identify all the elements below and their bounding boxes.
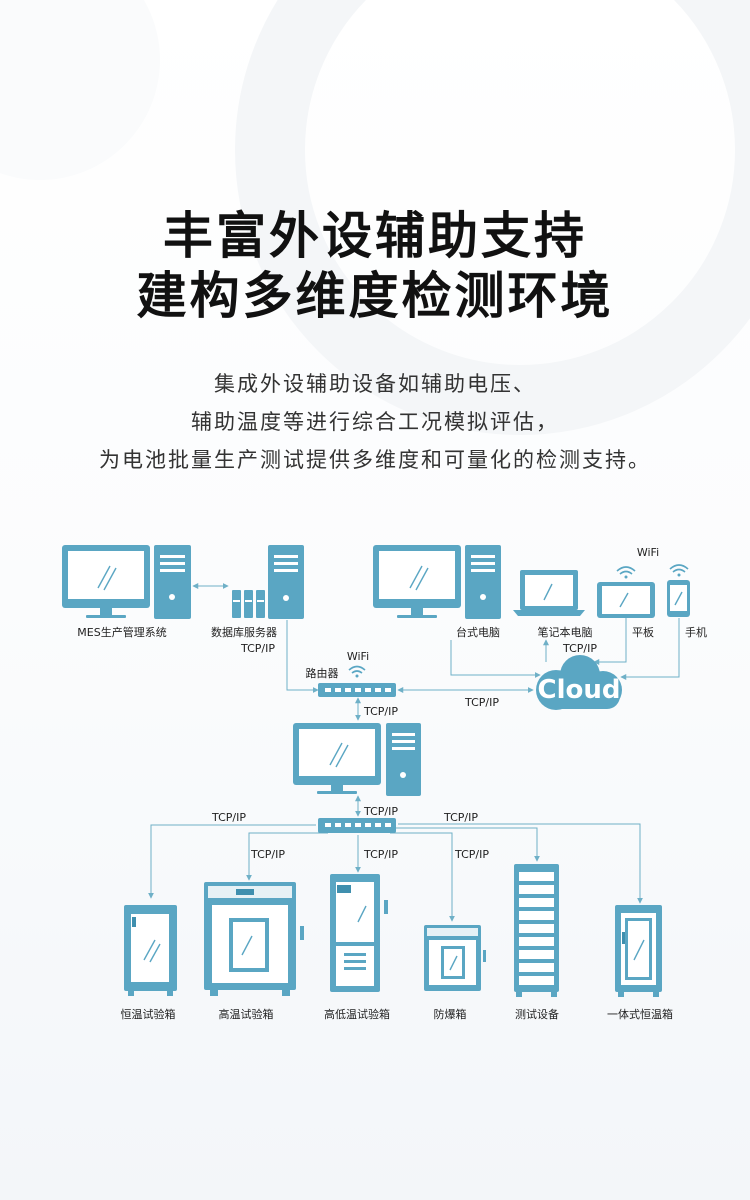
control-computer [293,723,421,796]
label-tcpip-left: TCP/IP [211,811,246,824]
label-tablet: 平板 [632,625,654,639]
router-icon [318,683,396,697]
network-switch-icon [318,818,396,833]
phone-icon [667,580,690,617]
label-tcpip-chamber2: TCP/IP [250,848,285,861]
label-db-server: 数据库服务器 [211,625,277,639]
description-line-2: 辅助温度等进行综合工况模拟评估， [191,410,559,434]
line-switch-chamber4 [390,832,455,922]
label-tcpip-devices: TCP/IP [562,642,597,655]
description-line-3: 为电池批量生产测试提供多维度和可量化的检测支持。 [99,448,651,472]
line-tablet-cloud [593,618,627,665]
label-tcpip-cloud: TCP/IP [464,696,499,709]
label-cloud: Cloud [538,675,621,705]
laptop-icon [513,570,585,616]
database-server-icon [232,545,304,619]
label-phone: 手机 [685,625,707,639]
line-phone-cloud [620,618,680,680]
label-chamber3: 高低温试验箱 [324,1007,390,1021]
label-tcpip-chamber3: TCP/IP [363,848,398,861]
line-switch-chamber2 [246,832,328,881]
line-switch-chamber6 [398,823,643,904]
label-chamber2: 高温试验箱 [219,1007,274,1021]
mes-workstation [62,545,191,619]
connector-lines [148,583,680,922]
wifi-icon [616,566,636,579]
label-tcpip-db: TCP/IP [240,642,275,655]
label-chamber4: 防爆箱 [434,1007,467,1021]
label-mes: MES生产管理系统 [77,625,166,639]
desktop-computer [373,545,501,619]
label-desktop: 台式电脑 [456,625,500,639]
label-laptop: 笔记本电脑 [538,625,593,639]
label-chamber1: 恒温试验箱 [121,1007,176,1021]
label-test-equipment: 测试设备 [515,1007,559,1021]
description-line-1: 集成外设辅助设备如辅助电压、 [214,372,536,396]
cloud-icon [536,655,622,710]
label-tcpip-pc-switch: TCP/IP [363,805,398,818]
high-low-temp-chamber-icon [330,874,388,992]
headline-line-2: 建构多维度检测环境 [136,267,614,325]
test-equipment-rack-icon [514,864,559,997]
high-temp-chamber-icon [204,882,304,996]
wifi-icon [348,665,366,678]
integrated-constant-temp-chamber-icon [615,905,662,997]
label-tcpip-right: TCP/IP [443,811,478,824]
label-chamber6: 一体式恒温箱 [607,1007,673,1021]
label-tcpip-chamber4: TCP/IP [454,848,489,861]
explosion-proof-box-icon [424,925,486,991]
constant-temp-chamber-icon [124,905,177,996]
line-switch-chamber1 [148,824,316,899]
label-tcpip-router-pc: TCP/IP [363,705,398,718]
line-switch-testequip [396,827,540,862]
line-db-router [286,620,319,693]
label-wifi-mobile: WiFi [637,546,659,559]
label-router: 路由器 [306,666,339,680]
label-wifi-router: WiFi [347,650,369,663]
line-desktop-cloud [450,640,541,678]
headline-line-1: 丰富外设辅助支持 [163,207,587,265]
tablet-icon [597,582,655,618]
wifi-icon [669,564,689,577]
